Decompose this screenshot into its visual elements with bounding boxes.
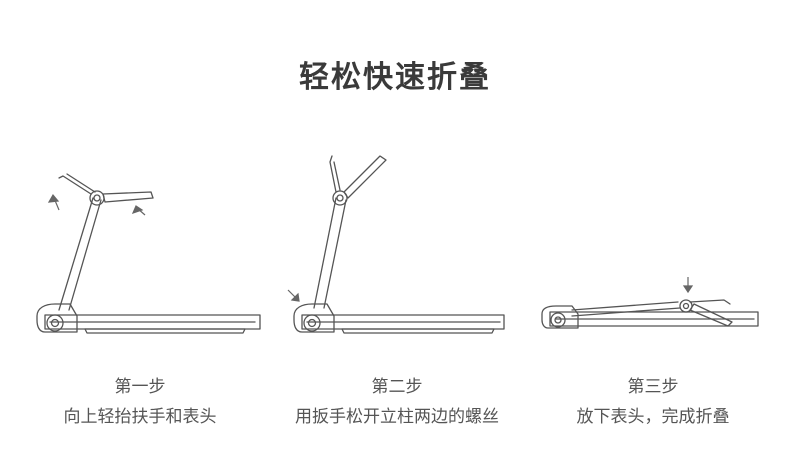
step-1-panel: 第一步 向上轻抬扶手和表头 [15,140,265,440]
treadmill-loosen-bolts-illustration [287,155,505,334]
treadmill-folded-illustration [541,277,759,329]
step-3-description: 放下表头，完成折叠 [576,407,730,427]
step-3-title: 第三步 [627,377,679,397]
step-3-panel: 第三步 放下表头，完成折叠 [528,140,778,440]
treadmill-unfolded-illustration [36,173,261,334]
step-2-title: 第二步 [371,377,423,397]
step-1-title: 第一步 [114,377,166,397]
page-title: 轻松快速折叠 [299,60,491,95]
step-2-description: 用扳手松开立柱两边的螺丝 [295,407,499,427]
step-1-description: 向上轻抬扶手和表头 [63,407,217,427]
step-2-panel: 第二步 用扳手松开立柱两边的螺丝 [272,140,522,440]
